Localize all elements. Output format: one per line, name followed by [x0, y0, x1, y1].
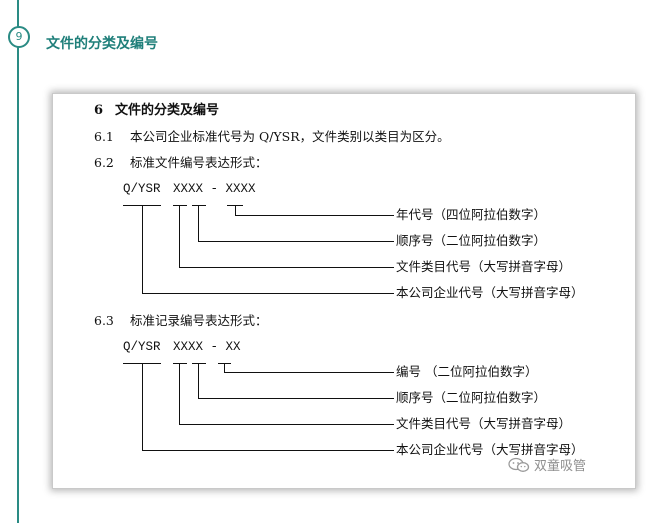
label2-category: 文件类目代号（大写拼音字母） [396, 416, 572, 431]
label1-year: 年代号（四位阿拉伯数字） [396, 207, 547, 222]
doc-heading-number: 6 [94, 103, 104, 118]
timeline-line [17, 0, 19, 523]
p62-number: 6.2 [94, 155, 114, 170]
p62-text: 标准文件编号表达形式： [130, 155, 268, 170]
watermark-text: 双童吸管 [534, 459, 587, 474]
leader-sequence [198, 205, 394, 242]
doc-heading-text: 文件的分类及编号 [115, 103, 220, 118]
leader-category-2 [179, 363, 394, 425]
label2-sequence: 顺序号（二位阿拉伯数字） [396, 390, 547, 405]
leader-year [235, 205, 394, 216]
label1-category: 文件类目代号（大写拼音字母） [396, 259, 572, 274]
section-number-badge: 9 [8, 26, 30, 48]
label1-company: 本公司企业代号（大写拼音字母） [396, 285, 584, 300]
numbering-diagram [123, 205, 394, 451]
document-image: 6 文件的分类及编号 6.1 本公司企业标准代号为 Q/YSR，文件类别以类目为… [52, 93, 636, 489]
label2-number: 编号 （二位阿拉伯数字） [396, 364, 538, 379]
leader-company-2 [142, 363, 394, 451]
label1-sequence: 顺序号（二位阿拉伯数字） [396, 233, 547, 248]
leader-company [142, 205, 394, 294]
p61-text: 本公司企业标准代号为 Q/YSR，文件类别以类目为区分。 [130, 129, 450, 144]
watermark: 双童吸管 [508, 455, 586, 474]
leader-sequence-2 [198, 363, 394, 399]
leader-number-2 [224, 363, 394, 373]
code1-prefix: Q/YSR [123, 182, 161, 196]
section-title: 文件的分类及编号 [46, 36, 158, 52]
leader-category [179, 205, 394, 268]
code2-pattern: XXXX - XX [173, 340, 241, 354]
p61-number: 6.1 [94, 129, 114, 144]
p63-text: 标准记录编号表达形式： [130, 313, 268, 328]
label2-company: 本公司企业代号（大写拼音字母） [396, 442, 584, 457]
code1-pattern: XXXX - XXXX [173, 182, 256, 196]
wechat-icon [508, 457, 530, 472]
code2-prefix: Q/YSR [123, 340, 161, 354]
p63-number: 6.3 [94, 313, 114, 328]
